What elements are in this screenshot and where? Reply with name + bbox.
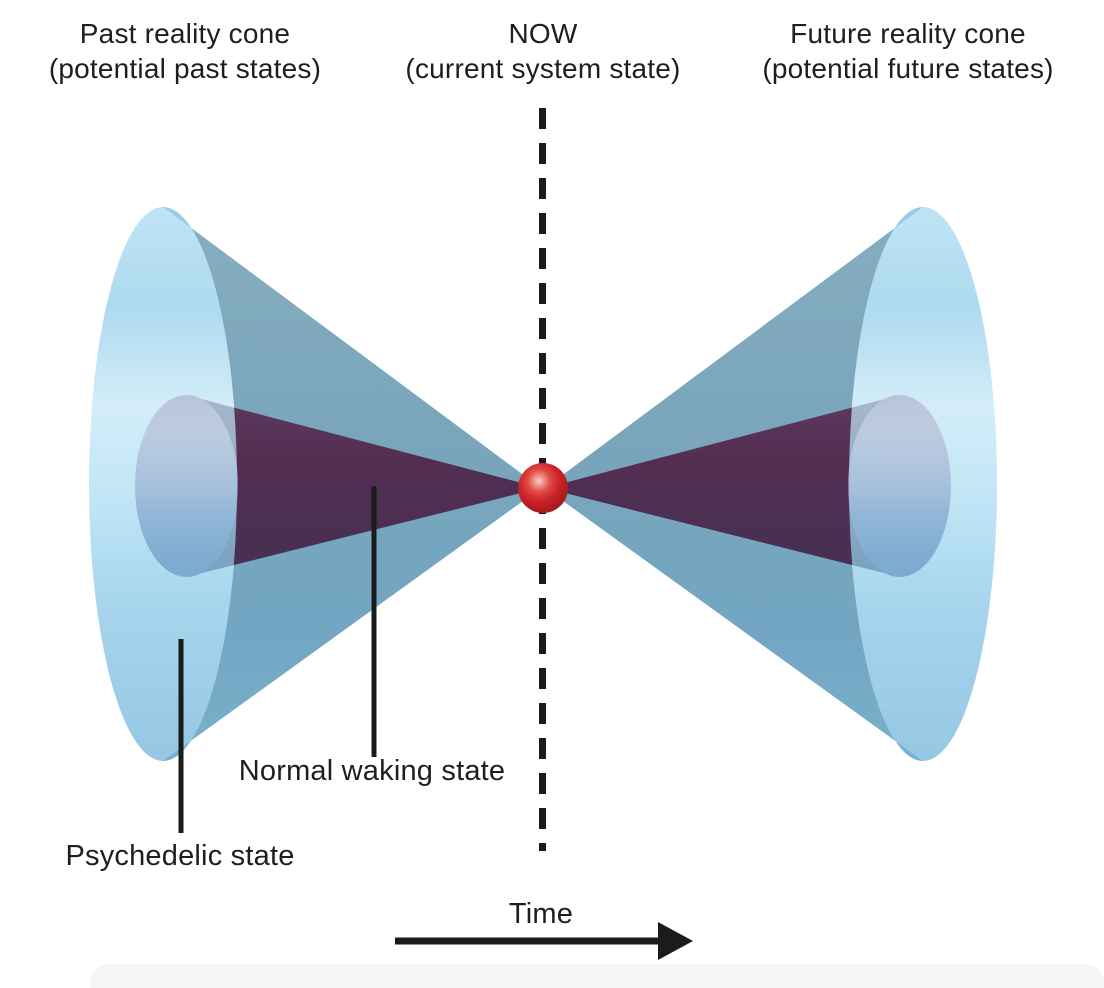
normal-waking-state-label: Normal waking state [238,755,506,787]
bottom-card-edge [90,964,1104,988]
future-cone-label-line2: (potential future states) [762,53,1054,84]
past-inner-cone-body [186,395,541,577]
future-cone-label: Future reality cone (potential future st… [748,16,1068,86]
past-reality-cone [89,207,541,761]
now-label: NOW (current system state) [383,16,703,86]
past-cone-label-line1: Past reality cone [79,18,291,49]
time-arrow-icon [395,922,693,960]
now-label-line1: NOW [508,18,578,49]
future-inner-cone-body [545,395,900,577]
now-label-line2: (current system state) [405,53,681,84]
past-cone-label: Past reality cone (potential past states… [25,16,345,86]
future-cone-label-line1: Future reality cone [790,18,1026,49]
future-outer-cone-face [849,207,997,761]
past-cone-label-line2: (potential past states) [48,53,322,84]
psychedelic-state-label: Psychedelic state [65,840,295,872]
time-arrow-head [658,922,693,960]
future-reality-cone [545,207,997,761]
now-state-sphere [518,463,568,513]
past-outer-cone-face [89,207,237,761]
time-axis-label: Time [508,898,574,930]
